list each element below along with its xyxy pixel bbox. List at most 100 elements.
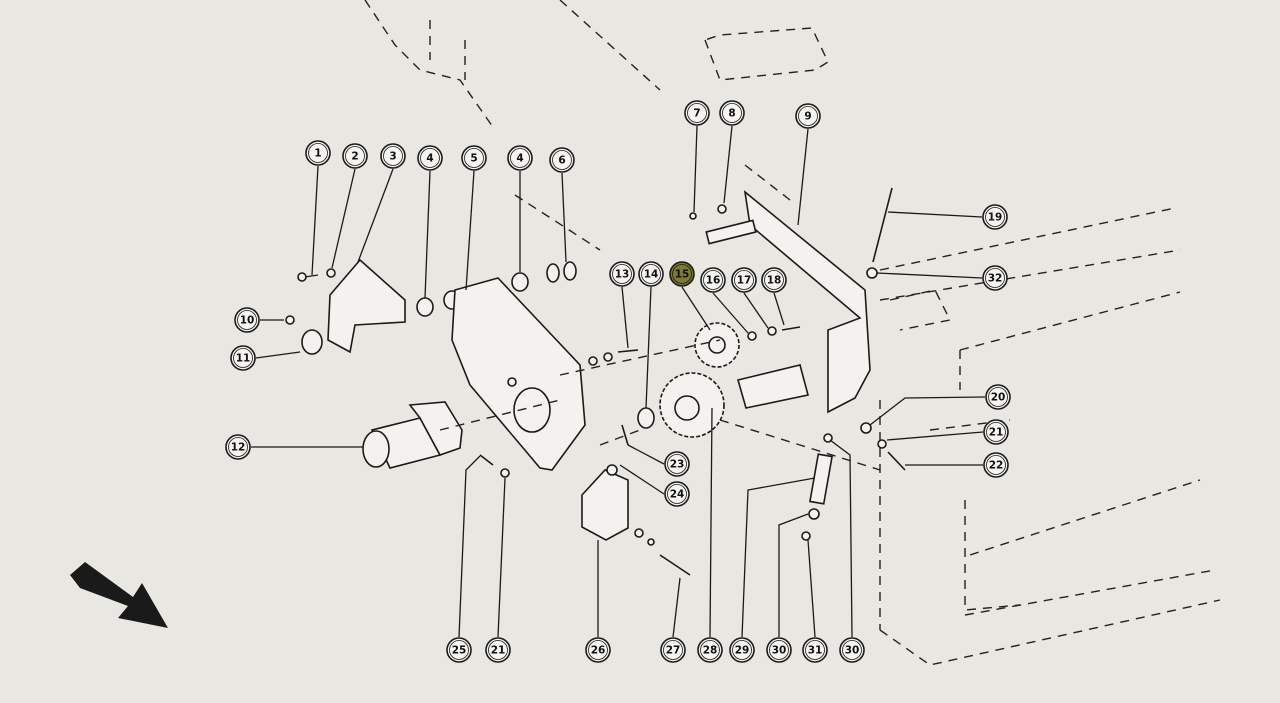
callout-21: 21 xyxy=(485,637,511,663)
callout-3: 3 xyxy=(380,143,406,169)
callout-24: 24 xyxy=(664,481,690,507)
callout-inner-ring xyxy=(464,148,484,168)
callout-inner-ring xyxy=(734,270,754,290)
bolt-part xyxy=(887,451,906,471)
callout-28: 28 xyxy=(697,637,723,663)
callout-circle xyxy=(664,451,690,477)
mounting-plate-part xyxy=(451,277,586,471)
callout-14: 14 xyxy=(638,261,664,287)
callout-inner-ring xyxy=(667,484,687,504)
leader-line xyxy=(497,477,506,638)
callout-30: 30 xyxy=(839,637,865,663)
callout-label: 3 xyxy=(389,151,396,163)
callout-label: 17 xyxy=(737,275,752,287)
callout-circle xyxy=(795,103,821,129)
leader-line xyxy=(619,464,665,495)
bolt-part xyxy=(479,454,494,466)
motor-face-part xyxy=(362,430,390,468)
callout-inner-ring xyxy=(764,270,784,290)
callout-label: 21 xyxy=(989,427,1004,439)
callout-circle xyxy=(839,637,865,663)
sprocket-hub-part xyxy=(674,395,700,421)
callout-inner-ring xyxy=(308,143,328,163)
callout-circle xyxy=(985,384,1011,410)
leader-line xyxy=(458,455,481,638)
leader-line xyxy=(723,125,733,204)
callout-label: 18 xyxy=(767,275,782,287)
pin-part xyxy=(705,219,757,245)
nut-part xyxy=(860,422,872,434)
leader-lines xyxy=(251,125,986,638)
spring-part xyxy=(809,453,833,505)
callout-5: 5 xyxy=(461,145,487,171)
callout-23: 23 xyxy=(664,451,690,477)
callout-label: 10 xyxy=(240,315,255,327)
washer-part xyxy=(877,439,887,449)
callout-label: 9 xyxy=(804,111,811,123)
callout-circle xyxy=(638,261,664,287)
callout-circle xyxy=(461,145,487,171)
washer-part xyxy=(637,407,655,429)
callout-label: 28 xyxy=(703,645,718,657)
callout-label: 8 xyxy=(728,108,735,120)
leader-line xyxy=(807,539,816,638)
ring-part xyxy=(563,261,577,281)
callout-6: 6 xyxy=(549,147,575,173)
callout-26: 26 xyxy=(585,637,611,663)
callout-27: 27 xyxy=(660,637,686,663)
callout-circle xyxy=(609,261,635,287)
long-bolt-part xyxy=(872,187,893,263)
fitting-part xyxy=(606,464,618,476)
callout-label: 13 xyxy=(615,269,630,281)
callout-circle xyxy=(729,637,755,663)
callout-label: 26 xyxy=(591,645,606,657)
callout-inner-ring xyxy=(700,640,720,660)
callout-inner-ring xyxy=(722,103,742,123)
callout-circle xyxy=(549,147,575,173)
leader-line xyxy=(778,513,809,637)
callout-circle xyxy=(684,100,710,126)
leader-line xyxy=(743,292,769,329)
callout-inner-ring xyxy=(805,640,825,660)
callout-inner-ring xyxy=(988,387,1008,407)
callout-inner-ring xyxy=(985,207,1005,227)
leader-line xyxy=(886,431,984,441)
washer-part xyxy=(500,468,510,478)
leader-line xyxy=(829,439,853,638)
callout-label: 4 xyxy=(516,153,523,165)
callout-inner-ring xyxy=(672,264,692,284)
leader-line xyxy=(331,168,356,269)
machine-outline-dashed xyxy=(364,0,1221,666)
callout-label: 24 xyxy=(670,489,685,501)
washer-part xyxy=(767,326,777,336)
callout-19: 19 xyxy=(982,204,1008,230)
parts-drawings xyxy=(285,187,906,576)
callout-circle xyxy=(485,637,511,663)
leader-line xyxy=(887,211,983,218)
callout-inner-ring xyxy=(345,146,365,166)
callout-inner-ring xyxy=(986,422,1006,442)
bolt-part xyxy=(659,554,691,576)
callout-inner-ring xyxy=(842,640,862,660)
callout-label: 23 xyxy=(670,459,685,471)
leader-line xyxy=(357,168,394,263)
callout-11: 11 xyxy=(230,345,256,371)
leader-line xyxy=(681,286,711,331)
callout-label: 27 xyxy=(666,645,681,657)
leader-line xyxy=(693,125,698,213)
callout-inner-ring xyxy=(985,268,1005,288)
callout-16: 16 xyxy=(700,267,726,293)
callout-7: 7 xyxy=(684,100,710,126)
leader-line xyxy=(561,172,567,263)
callout-8: 8 xyxy=(719,100,745,126)
leader-line xyxy=(255,351,301,359)
callout-label: 25 xyxy=(452,645,467,657)
callout-circle xyxy=(305,140,331,166)
callout-label: 2 xyxy=(351,151,358,163)
leader-line xyxy=(869,396,986,426)
callout-label: 4 xyxy=(426,153,433,165)
callout-label: 11 xyxy=(236,353,251,365)
bolt-part xyxy=(297,272,307,282)
leader-line xyxy=(797,128,809,226)
